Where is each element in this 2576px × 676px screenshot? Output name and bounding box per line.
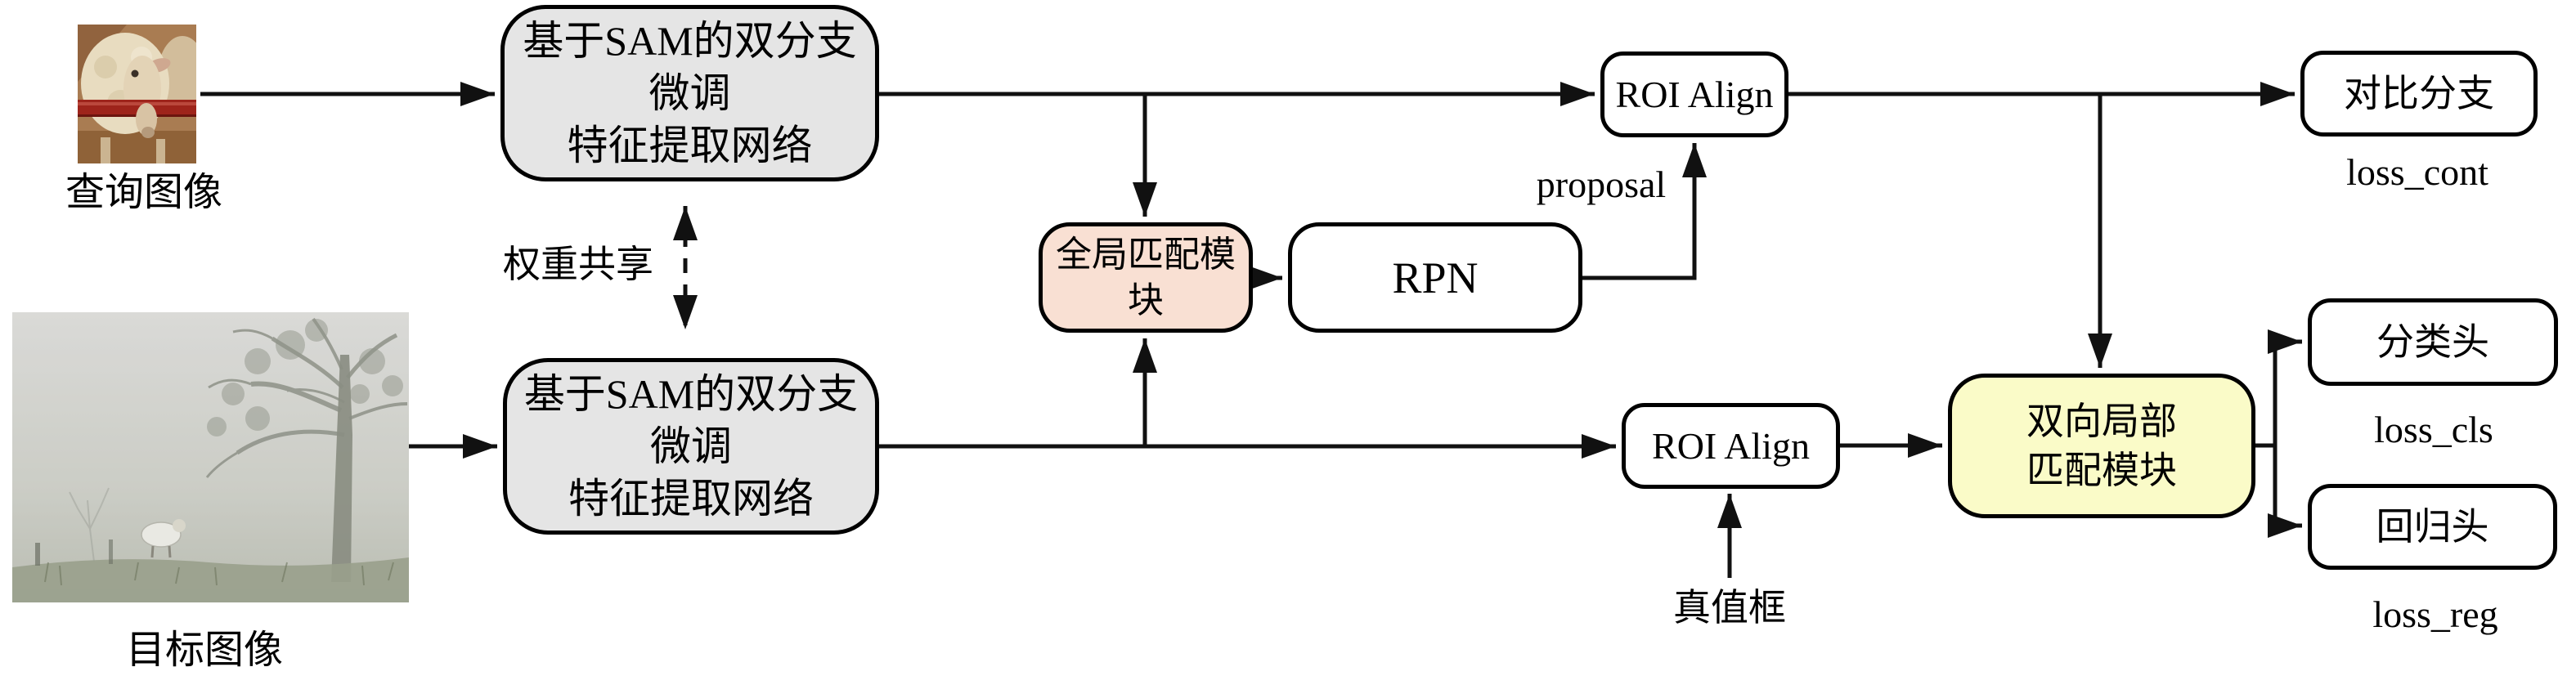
reg-head-label: 回归头	[2376, 505, 2489, 548]
local-match-box: 双向局部 匹配模块	[1948, 374, 2255, 518]
roi-align-top-label: ROI Align	[1615, 73, 1774, 115]
local-match-line1: 双向局部	[2026, 400, 2177, 442]
query-image-label: 查询图像	[65, 171, 223, 214]
backbone-top-line1: 基于SAM的双分支微调	[523, 18, 857, 116]
loss-cont-label: loss_cont	[2346, 151, 2488, 193]
arrow-rpn-proposal-to-roi	[1582, 143, 1707, 280]
reg-head-box: 回归头	[2308, 484, 2557, 570]
global-match-label: 全局匹配模块	[1056, 234, 1236, 320]
loss-cls-label: loss_cls	[2374, 409, 2493, 450]
backbone-top-box: 基于SAM的双分支微调 特征提取网络	[500, 5, 879, 181]
proposal-label: proposal	[1536, 163, 1667, 205]
backbone-bottom-line2: 特征提取网络	[568, 476, 814, 522]
target-image-label: 目标图像	[125, 629, 284, 672]
cls-head-box: 分类头	[2308, 298, 2558, 386]
gt-box-label: 真值框	[1673, 587, 1786, 629]
roi-align-bottom-box: ROI Align	[1622, 403, 1840, 489]
backbone-bottom-line1: 基于SAM的双分支微调	[523, 371, 859, 469]
cls-head-label: 分类头	[2376, 320, 2489, 363]
target-image-photo	[12, 312, 409, 602]
rpn-label: RPN	[1392, 253, 1479, 302]
backbone-bottom-box: 基于SAM的双分支微调 特征提取网络	[503, 358, 879, 535]
backbone-top-line2: 特征提取网络	[567, 123, 813, 168]
roi-align-bottom-label: ROI Align	[1652, 424, 1810, 467]
weight-share-label: 权重共享	[503, 244, 653, 285]
local-match-line2: 匹配模块	[2026, 449, 2177, 491]
query-image-photo	[78, 25, 196, 163]
global-match-box: 全局匹配模块	[1039, 222, 1253, 333]
loss-reg-label: loss_reg	[2372, 593, 2498, 635]
rpn-box: RPN	[1288, 222, 1582, 333]
contrast-branch-label: 对比分支	[2344, 72, 2494, 114]
contrast-branch-box: 对比分支	[2300, 51, 2538, 137]
roi-align-top-box: ROI Align	[1600, 51, 1788, 137]
